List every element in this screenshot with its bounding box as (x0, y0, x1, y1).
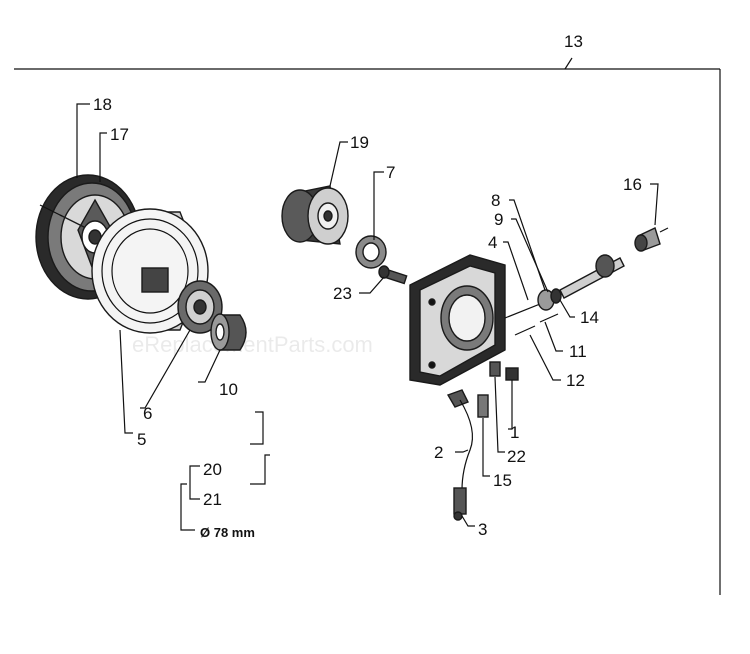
callout-5: 5 (137, 430, 146, 449)
callout-8: 8 (491, 191, 500, 210)
leader-lines (76, 103, 659, 531)
oil-line (446, 389, 489, 491)
adjusting-screw (634, 227, 669, 252)
sprocket-rim (177, 280, 223, 334)
pump-housing (409, 254, 506, 386)
fittings (489, 361, 519, 381)
pump-shaft (559, 254, 625, 299)
callout-11: 11 (569, 342, 587, 361)
watermark: eReplacementParts.com (132, 332, 373, 357)
callout-2: 2 (434, 443, 443, 462)
screw (378, 265, 408, 285)
callout-23: 23 (333, 284, 352, 303)
callout-labels: 13 18 17 19 7 16 8 9 4 23 14 11 12 10 6 … (93, 32, 642, 540)
callout-1: 1 (510, 423, 519, 442)
callout-17: 17 (110, 125, 129, 144)
callout-7: 7 (386, 163, 395, 182)
callout-10: 10 (219, 380, 238, 399)
washer (355, 235, 387, 269)
pump-plunger (504, 288, 562, 319)
needle-bearing (210, 313, 247, 351)
callout-16: 16 (623, 175, 642, 194)
worm-gear (281, 185, 349, 245)
callout-12: 12 (566, 371, 585, 390)
dimension-label: Ø 78 mm (200, 525, 255, 540)
callout-3: 3 (478, 520, 487, 539)
callout-21: 21 (203, 490, 222, 509)
clutch-assembly (35, 174, 247, 351)
callout-14: 14 (580, 308, 599, 327)
callout-9: 9 (494, 210, 503, 229)
callout-22: 22 (507, 447, 526, 466)
oil-pump-assembly (281, 185, 669, 521)
callout-18: 18 (93, 95, 112, 114)
callout-15: 15 (493, 471, 512, 490)
callout-19: 19 (350, 133, 369, 152)
callout-13: 13 (564, 32, 583, 51)
callout-20: 20 (203, 460, 222, 479)
callout-6: 6 (143, 404, 152, 423)
callout-4: 4 (488, 233, 497, 252)
pins (514, 313, 559, 336)
oil-nozzle (453, 487, 467, 521)
assembly-bracket (14, 57, 721, 595)
